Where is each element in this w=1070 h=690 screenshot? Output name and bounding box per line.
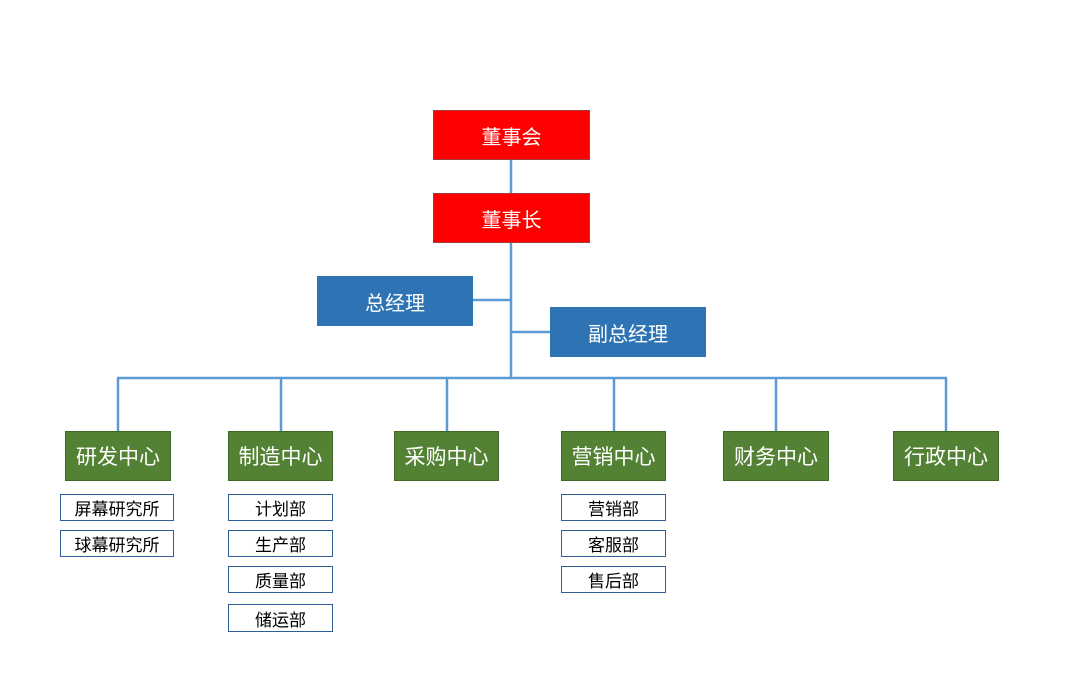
general-manager-box: 总经理	[317, 276, 473, 326]
sub-manufacturing-logistics: 储运部	[228, 604, 333, 632]
sub-manufacturing-planning: 计划部	[228, 494, 333, 521]
board-box: 董事会	[433, 110, 590, 160]
chairman-box: 董事长	[433, 193, 590, 243]
center-manufacturing: 制造中心	[228, 431, 333, 481]
center-purchasing: 采购中心	[394, 431, 499, 481]
sub-rd-dome-institute: 球幕研究所	[60, 530, 174, 557]
sub-manufacturing-quality: 质量部	[228, 566, 333, 593]
deputy-general-manager-box: 副总经理	[550, 307, 706, 357]
sub-marketing-sales: 营销部	[561, 494, 666, 521]
sub-rd-screen-institute: 屏幕研究所	[60, 494, 174, 521]
sub-marketing-after-sales: 售后部	[561, 566, 666, 593]
center-admin: 行政中心	[893, 431, 999, 481]
center-finance: 财务中心	[723, 431, 829, 481]
center-marketing: 营销中心	[561, 431, 666, 481]
sub-manufacturing-production: 生产部	[228, 530, 333, 557]
sub-marketing-customer-service: 客服部	[561, 530, 666, 557]
center-rd: 研发中心	[65, 431, 171, 481]
